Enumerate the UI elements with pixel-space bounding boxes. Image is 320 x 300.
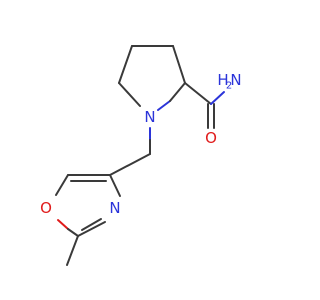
atom-labels: N H N 2 O N O: [40, 71, 242, 217]
bond-c2-n: [118, 82, 141, 107]
amide-subscript-label: 2: [226, 81, 232, 92]
bond-carbonyl-nh2: [210, 91, 225, 105]
methylene-linker: [109, 127, 151, 176]
oxazole-oxygen-label: O: [40, 199, 52, 217]
amide-h-label: H: [217, 71, 228, 89]
bond-o-c2ox-oside: [57, 219, 69, 230]
bond-n-c2ox-1: [77, 221, 106, 237]
bond-c2ox-methyl: [66, 235, 79, 266]
molecule-structure: N H N 2 O N O: [40, 45, 242, 266]
amide-n-label: N: [230, 71, 241, 89]
bond-ch2-c4ox: [109, 153, 151, 176]
bond-c5ox-o: [55, 174, 69, 196]
bond-c4-c5: [172, 45, 186, 84]
bond-n-c2ox-2: [81, 218, 102, 231]
bond-n-c5: [169, 82, 186, 102]
bond-n-c5-nside: [157, 100, 171, 111]
pyrrolidine-ring: [118, 45, 186, 111]
oxazole-ring: [55, 174, 121, 266]
bond-c3-c2: [118, 45, 133, 84]
bond-o-c2ox: [67, 228, 79, 237]
bond-c4-n: [109, 174, 121, 197]
ring-nitrogen-label: N: [144, 108, 155, 126]
carbonyl-oxygen-label: O: [205, 129, 217, 147]
oxazole-nitrogen-label: N: [109, 199, 120, 217]
carboxamide-group: [184, 82, 225, 129]
bond-c5-carbonyl: [184, 82, 212, 105]
